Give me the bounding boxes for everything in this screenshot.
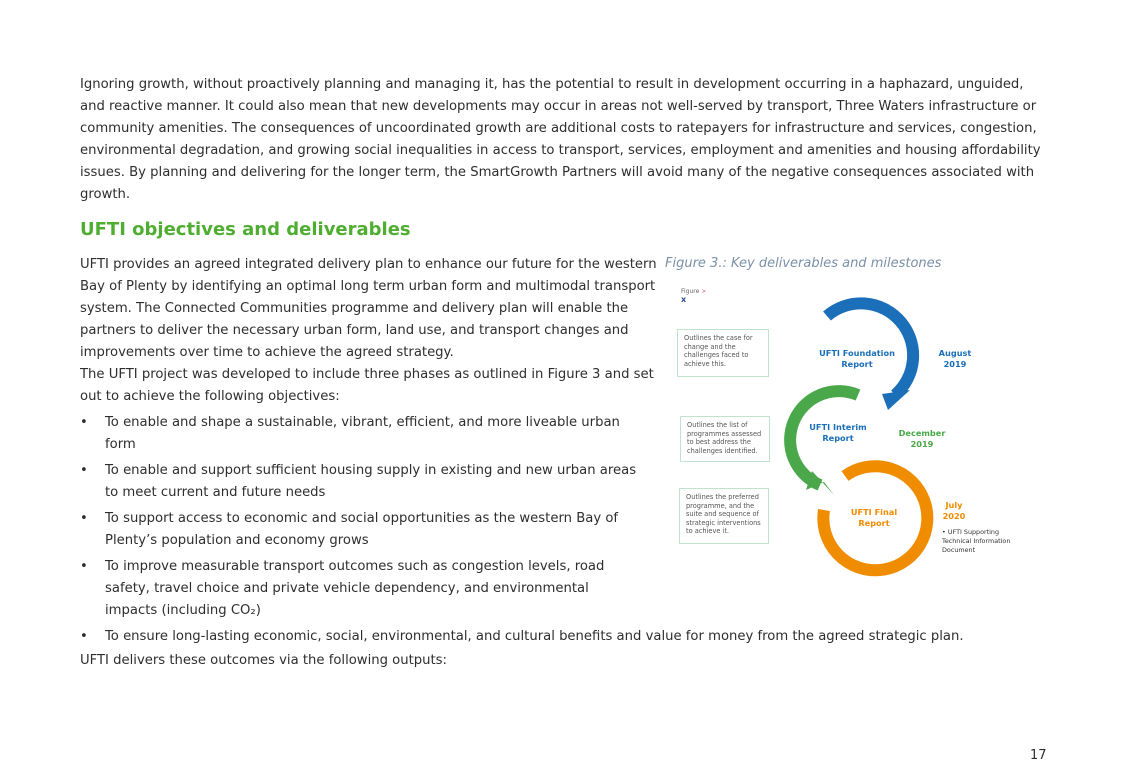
ufti-phases-paragraph: The UFTI project was developed to includ… xyxy=(80,367,654,404)
page-number: 17 xyxy=(1030,748,1047,763)
objectives-list: To enable and shape a sustainable, vibra… xyxy=(80,412,1040,648)
figure-ref-mark: > xyxy=(701,288,707,295)
foundation-date: August 2019 xyxy=(938,348,972,369)
figure-caption: Figure 3.: Key deliverables and mileston… xyxy=(665,256,942,271)
interim-description-box: Outlines the list of programmes assessed… xyxy=(680,416,770,462)
outputs-paragraph: UFTI delivers these outcomes via the fol… xyxy=(80,653,447,668)
figure-ref-label: Figure xyxy=(681,288,700,295)
interim-report-label: UFTI Interim Report xyxy=(809,422,867,443)
supporting-document-note: • UFTI Supporting Technical Information … xyxy=(942,528,1026,555)
objective-item: To enable and support sufficient housing… xyxy=(80,460,645,504)
objective-item: To improve measurable transport outcomes… xyxy=(80,556,625,622)
ufti-description-paragraph: UFTI provides an agreed integrated deliv… xyxy=(80,257,657,360)
foundation-ring xyxy=(823,297,920,400)
objective-item: To ensure long-lasting economic, social,… xyxy=(80,626,1040,648)
objective-item: To enable and shape a sustainable, vibra… xyxy=(80,412,635,456)
objective-item: To support access to economic and social… xyxy=(80,508,635,552)
note-text: UFTI Supporting Technical Information Do… xyxy=(942,528,1011,554)
foundation-arrowhead xyxy=(882,390,910,410)
section-heading: UFTI objectives and deliverables xyxy=(80,219,411,240)
final-ring xyxy=(817,460,934,577)
figure-ref-x: x xyxy=(681,295,687,304)
foundation-description-box: Outlines the case for change and the cha… xyxy=(677,329,769,377)
final-report-label: UFTI Final Report xyxy=(850,507,898,528)
figure-reference: Figure > x xyxy=(681,288,706,305)
interim-arrowhead xyxy=(806,471,834,495)
foundation-report-label: UFTI Foundation Report xyxy=(819,348,895,369)
interim-date: December 2019 xyxy=(898,428,946,449)
interim-ring xyxy=(784,385,861,491)
final-description-box: Outlines the preferred programme, and th… xyxy=(679,488,769,544)
final-date: July 2020 xyxy=(942,500,966,521)
note-bullet: • xyxy=(942,528,946,536)
intro-paragraph: Ignoring growth, without proactively pla… xyxy=(80,77,1041,202)
